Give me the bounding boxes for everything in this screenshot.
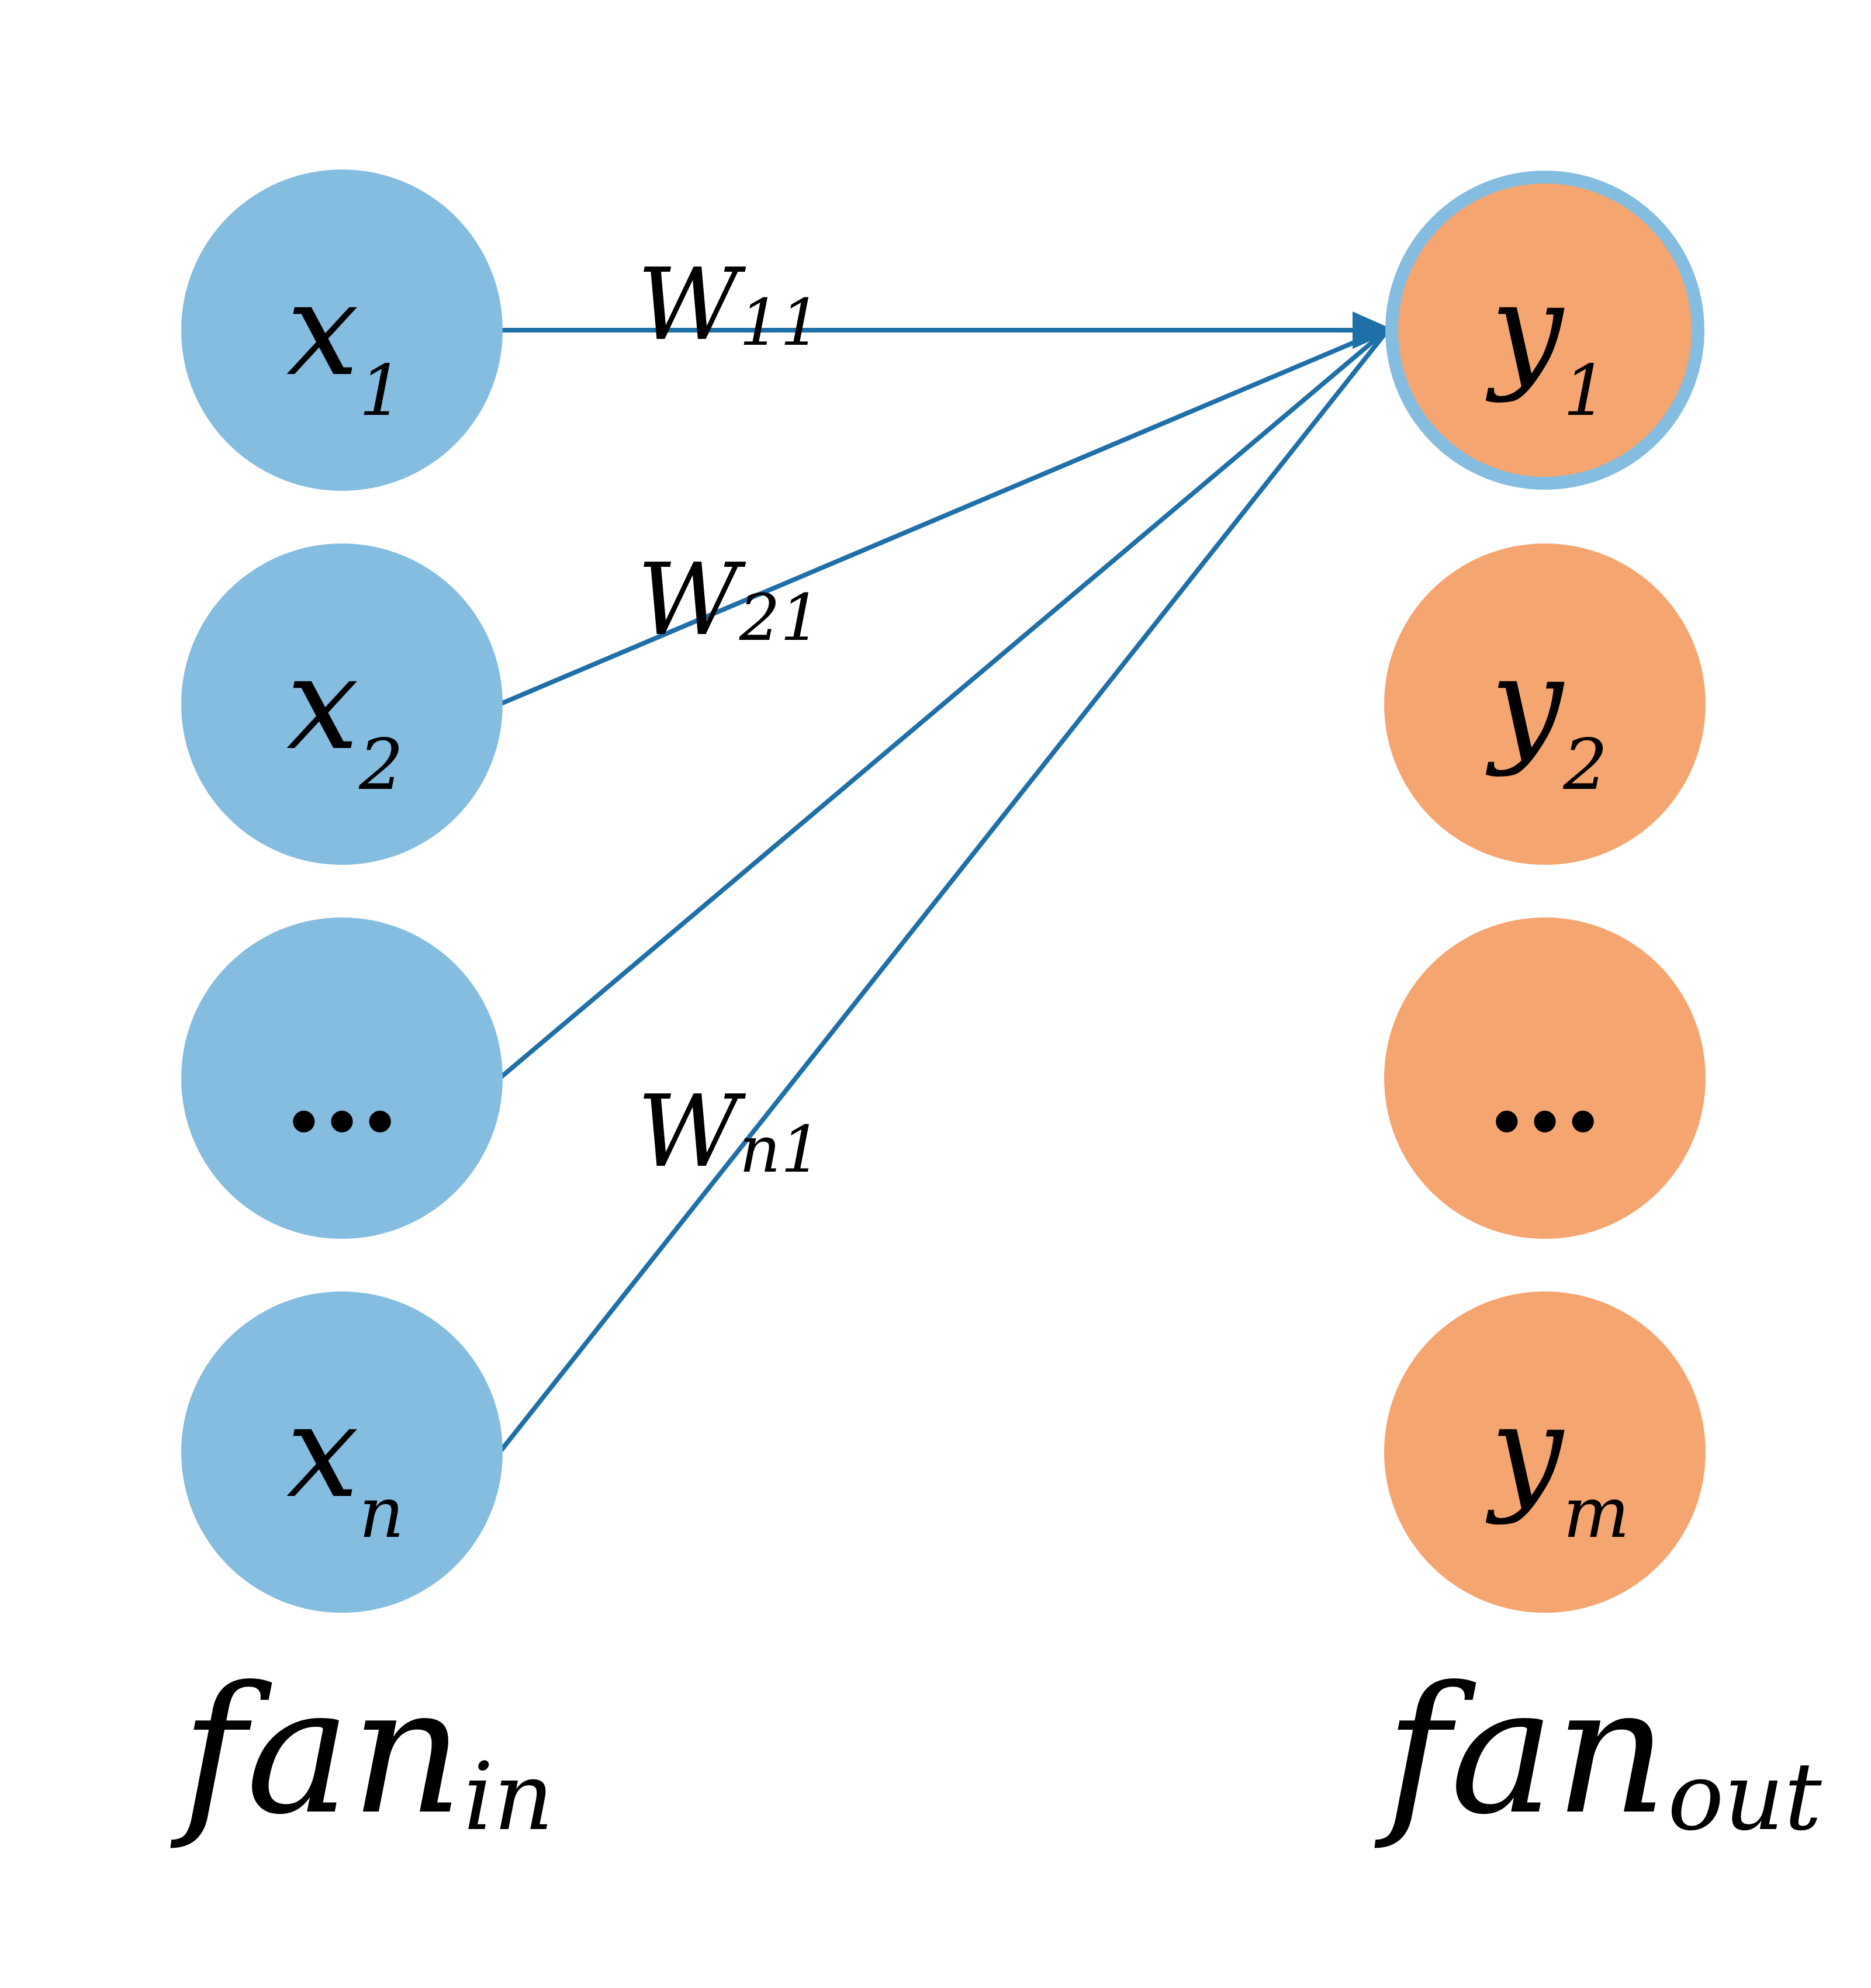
weight-label-wn1: Wn1 [637, 1074, 822, 1190]
input-node-label: x2 [286, 629, 403, 806]
edge-x2-y1 [499, 325, 1391, 706]
output-node-ellipsis: … [1384, 917, 1706, 1239]
output-node-label: y2 [1485, 629, 1608, 806]
fan-out-label: fanout [1374, 1649, 1822, 1853]
edge-xdots-y1 [498, 325, 1392, 1080]
input-node-label: x1 [286, 255, 403, 432]
input-node-label: xn [286, 1377, 404, 1554]
output-node-circle [1384, 543, 1706, 865]
weight-label-w21: W21 [637, 542, 821, 658]
output-node-ym: ym [1384, 1291, 1706, 1613]
input-node-xn: xn [181, 1291, 503, 1613]
input-node-label: … [283, 1021, 400, 1159]
output-node-label: … [1486, 1021, 1603, 1159]
output-node-y2: y2 [1384, 543, 1706, 865]
edge-xn-y1 [497, 325, 1392, 1454]
input-node-circle [181, 169, 503, 491]
fan-in-label: fanin [170, 1649, 554, 1853]
weight-label-w11: W11 [637, 247, 821, 363]
output-node-label: ym [1485, 1377, 1630, 1554]
input-node-x2: x2 [181, 543, 503, 865]
output-node-circle [1385, 171, 1704, 490]
output-node-y1: y1 [1385, 171, 1704, 490]
input-node-circle [181, 543, 503, 865]
weight-labels: W11 W21 Wn1 [637, 247, 822, 1190]
edges [497, 311, 1395, 1454]
output-node-label: y1 [1485, 255, 1608, 432]
input-node-circle [181, 917, 503, 1239]
input-node-circle [181, 1291, 503, 1613]
input-node-x1: x1 [181, 169, 503, 491]
output-node-circle [1384, 917, 1706, 1239]
output-node-circle [1384, 1291, 1706, 1613]
output-nodes: y1 y2 … ym [1384, 171, 1706, 1613]
input-nodes: x1 x2 … xn [181, 169, 503, 1613]
input-node-ellipsis: … [181, 917, 503, 1239]
